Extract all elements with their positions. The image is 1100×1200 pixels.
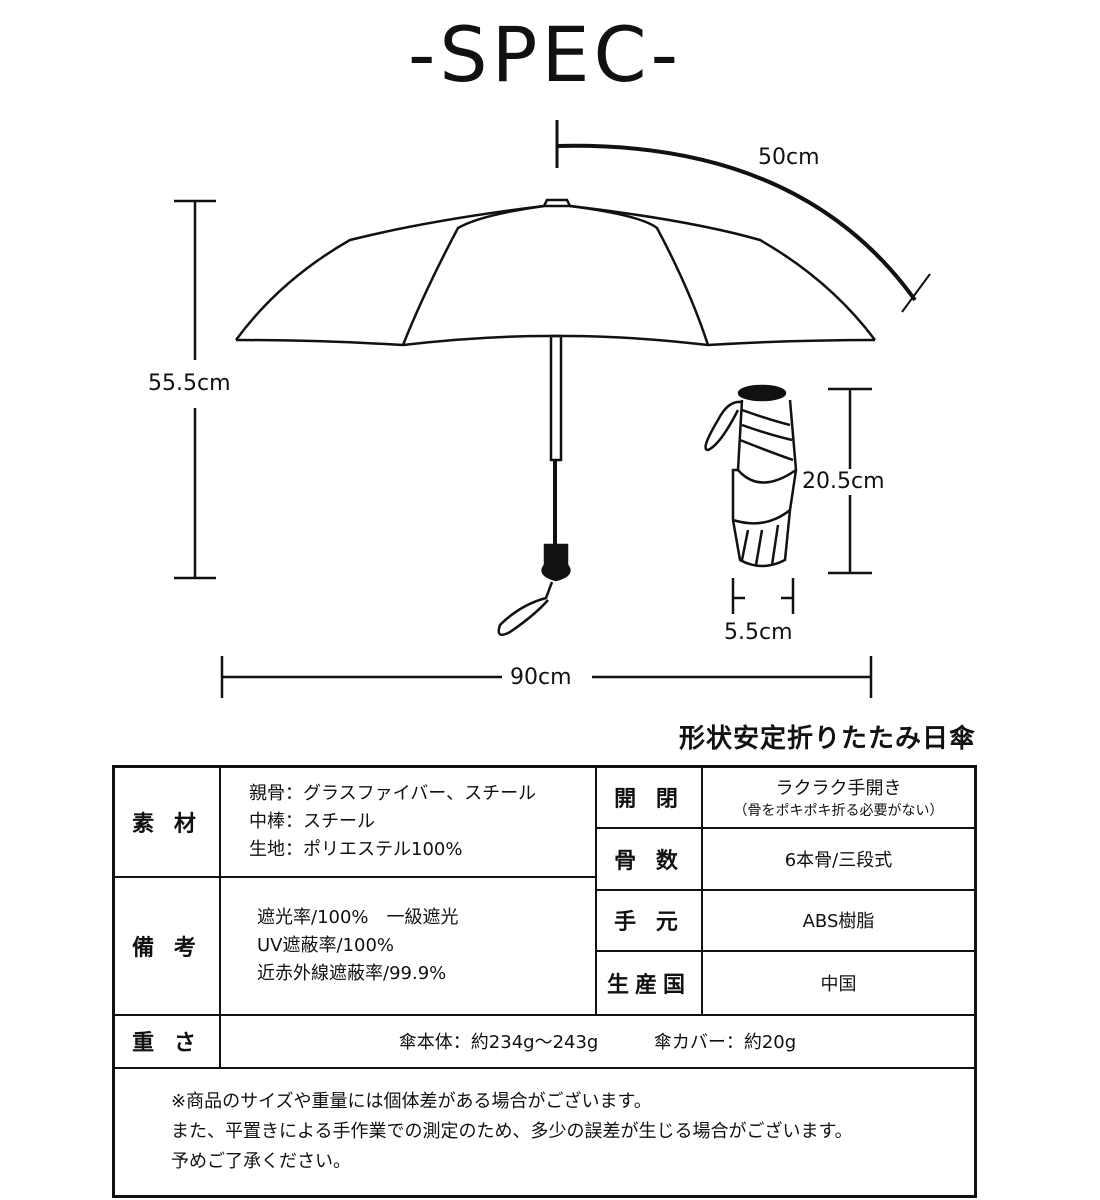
opening-label: 開 閉 bbox=[595, 765, 703, 829]
opening-main: ラクラク手開き bbox=[775, 778, 902, 800]
remarks-line: UV遮蔽率/100% bbox=[257, 934, 395, 956]
handle-label: 手 元 bbox=[595, 888, 703, 952]
remarks-line: 遮光率/100% 一級遮光 bbox=[257, 906, 459, 928]
handle-value: ABS樹脂 bbox=[701, 888, 977, 952]
weight-label: 重 さ bbox=[112, 1013, 221, 1069]
note-line: ※商品のサイズや重量には個体差がある場合がございます。 bbox=[171, 1090, 652, 1112]
opening-value: ラクラク手開き （骨をポキポキ折る必要がない） bbox=[701, 765, 977, 829]
remarks-label: 備 考 bbox=[112, 875, 221, 1016]
folded-diameter-label: 5.5cm bbox=[720, 620, 797, 645]
weight-cover: 傘カバー：約20g bbox=[653, 1032, 797, 1053]
weight-body: 傘本体：約234g～243g bbox=[398, 1032, 599, 1053]
rib-length-dimension bbox=[555, 120, 931, 313]
open-umbrella bbox=[234, 198, 876, 637]
material-line: 中棒：スチール bbox=[249, 810, 375, 832]
height-dimension bbox=[174, 199, 216, 580]
folded-umbrella bbox=[704, 384, 872, 614]
remarks-value: 遮光率/100% 一級遮光 UV遮蔽率/100% 近赤外線遮蔽率/99.9% bbox=[219, 875, 597, 1016]
weight-value: 傘本体：約234g～243g 傘カバー：約20g bbox=[219, 1013, 977, 1069]
material-line: 生地：ポリエステル100% bbox=[249, 838, 463, 860]
origin-value: 中国 bbox=[701, 949, 977, 1016]
folded-length-label: 20.5cm bbox=[798, 469, 889, 494]
material-line: 親骨：グラスファイバー、スチール bbox=[249, 782, 537, 804]
width-dimension bbox=[220, 656, 873, 698]
umbrella-diagram bbox=[174, 120, 931, 698]
ribs-label: 骨 数 bbox=[595, 826, 703, 891]
page-title: -SPEC- bbox=[407, 10, 682, 99]
material-value: 親骨：グラスファイバー、スチール 中棒：スチール 生地：ポリエステル100% bbox=[219, 765, 597, 878]
remarks-line: 近赤外線遮蔽率/99.9% bbox=[257, 962, 447, 984]
spec-table: 素 材 親骨：グラスファイバー、スチール 中棒：スチール 生地：ポリエステル10… bbox=[112, 765, 977, 1198]
origin-label: 生産国 bbox=[595, 949, 703, 1016]
material-label: 素 材 bbox=[112, 765, 221, 878]
width-label: 90cm bbox=[506, 665, 576, 690]
rib-length-label: 50cm bbox=[754, 145, 824, 170]
opening-note: （骨をポキポキ折る必要がない） bbox=[733, 803, 944, 820]
note-line: また、平置きによる手作業での測定のため、多少の誤差が生じる場合がございます。 bbox=[171, 1120, 853, 1142]
product-name: 形状安定折りたたみ日傘 bbox=[678, 724, 976, 754]
height-label: 55.5cm bbox=[144, 371, 235, 396]
note-line: 予めご了承ください。 bbox=[171, 1150, 351, 1172]
ribs-value: 6本骨/三段式 bbox=[701, 826, 977, 891]
notes: ※商品のサイズや重量には個体差がある場合がございます。 また、平置きによる手作業… bbox=[112, 1066, 977, 1197]
